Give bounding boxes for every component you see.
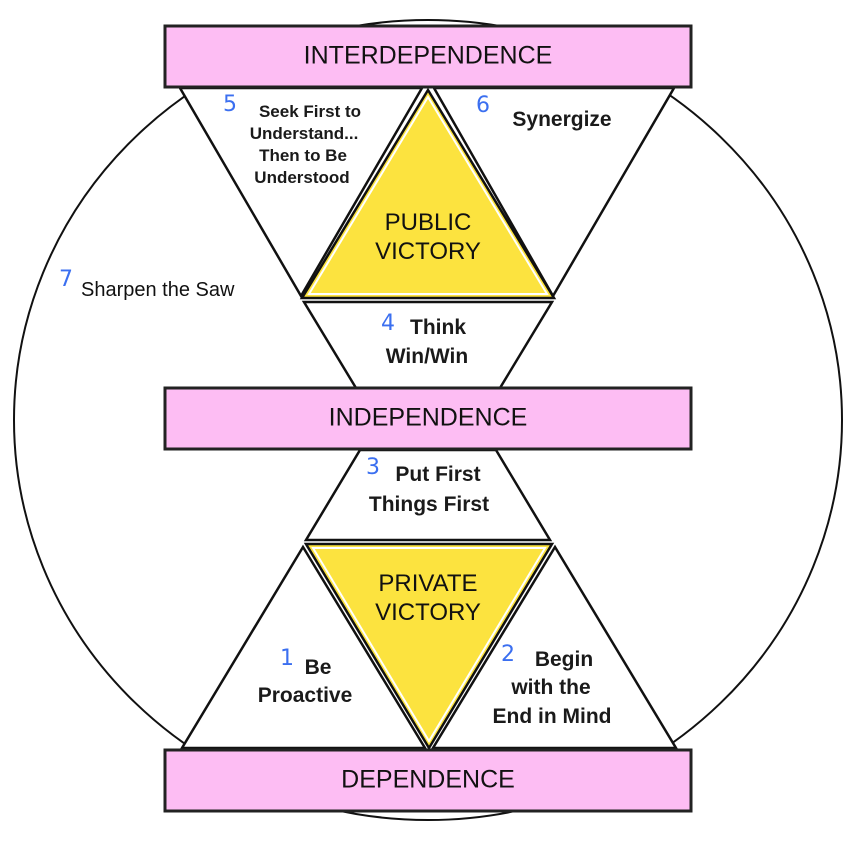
habit-6-line1: Synergize <box>512 108 611 131</box>
public-victory-inner-border <box>307 95 549 295</box>
habit-3-line1: Put First <box>395 463 480 486</box>
habit-2-line2: with the <box>510 676 590 699</box>
habit-5-line4: Understood <box>254 168 349 187</box>
habit-3: 3 Put First Things First <box>366 455 489 516</box>
band-independence: INDEPENDENCE <box>163 386 693 451</box>
habit-6-number: 6 <box>476 93 490 118</box>
habit-5-line2: Understand... <box>250 124 359 143</box>
habit-1-line1: Be <box>305 656 332 679</box>
habit-1-triangle <box>179 544 428 750</box>
habit-4-line1: Think <box>410 316 466 339</box>
habit-4: 4 Think Win/Win <box>381 311 468 368</box>
habit-1-line2: Proactive <box>258 684 353 707</box>
habit-4-line2: Win/Win <box>386 345 468 368</box>
band-dependence-label: DEPENDENCE <box>341 766 515 794</box>
habit-2-line3: End in Mind <box>493 705 612 728</box>
band-dependence: DEPENDENCE <box>163 748 693 813</box>
habit-7-number: 7 <box>59 267 73 292</box>
habit-2: 2 Begin with the End in Mind <box>493 642 612 728</box>
public-victory-triangle <box>299 87 557 300</box>
habit-5-line3: Then to Be <box>259 146 347 165</box>
private-victory-line1: PRIVATE <box>378 570 477 597</box>
habit-2-triangle <box>430 544 679 750</box>
band-interdependence: INTERDEPENDENCE <box>163 24 693 89</box>
habit-3-line2: Things First <box>369 493 489 516</box>
habit-7-line1: Sharpen the Saw <box>81 279 235 301</box>
private-victory-triangle <box>303 542 555 751</box>
habit-2-number: 2 <box>501 642 515 667</box>
habit-6: 6 Synergize <box>476 93 612 131</box>
habit-1: 1 Be Proactive <box>258 646 353 707</box>
band-interdependence-label: INTERDEPENDENCE <box>304 42 553 70</box>
habit-5-number: 5 <box>223 92 237 117</box>
public-victory-line1: PUBLIC <box>385 209 472 236</box>
private-victory-line2: VICTORY <box>375 599 481 626</box>
habit-4-number: 4 <box>381 311 395 336</box>
habit-3-number: 3 <box>366 455 380 480</box>
habit-5-line1: Seek First to <box>259 102 361 121</box>
habit-1-number: 1 <box>280 646 294 671</box>
public-victory-line2: VICTORY <box>375 238 481 265</box>
habit-2-line1: Begin <box>535 648 593 671</box>
band-independence-label: INDEPENDENCE <box>329 404 528 432</box>
renewal-circle <box>13 19 843 821</box>
private-victory-inner-border <box>311 547 547 743</box>
habit-7: 7 Sharpen the Saw <box>59 267 235 301</box>
habit-5: 5 Seek First to Understand... Then to Be… <box>223 92 361 187</box>
